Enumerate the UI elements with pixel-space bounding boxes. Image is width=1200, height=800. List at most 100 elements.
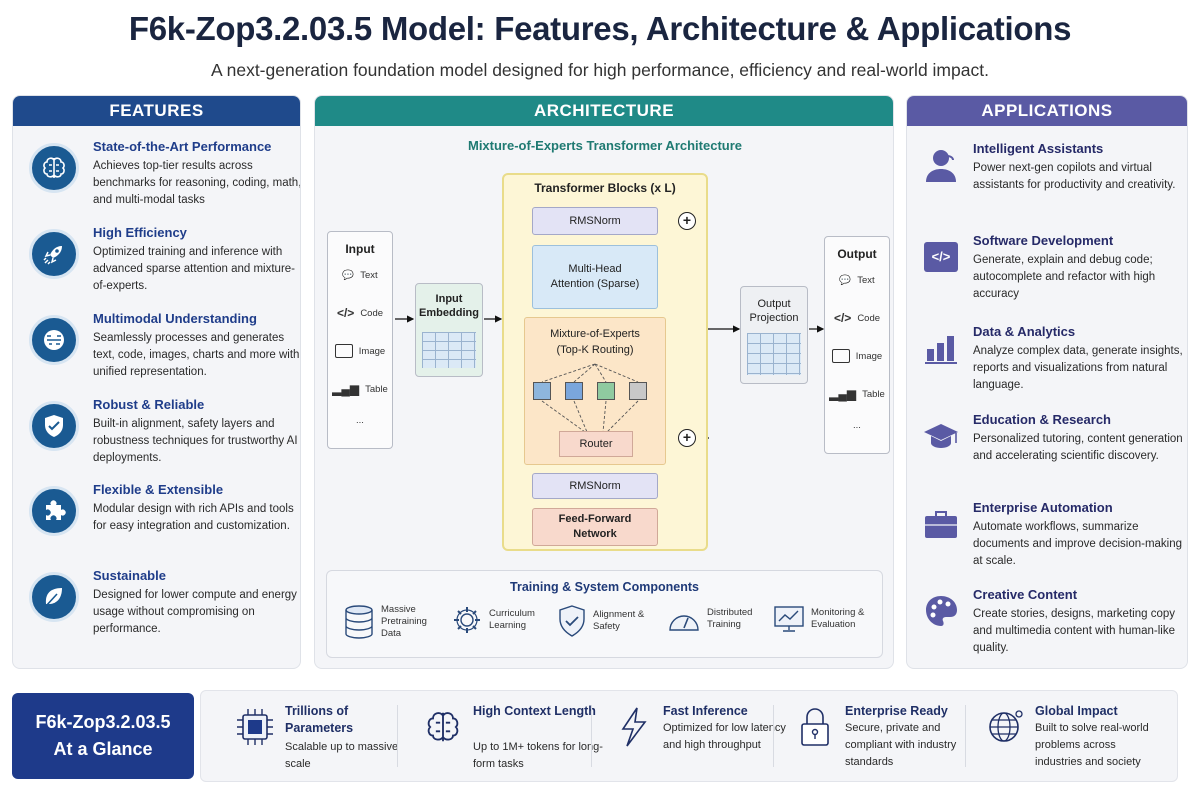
output-item-image: Image bbox=[825, 337, 889, 375]
output-item-table: ▂▄▆Table bbox=[829, 387, 885, 401]
feature-desc: Seamlessly processes and generates text,… bbox=[93, 332, 300, 378]
application-title: Intelligent Assistants bbox=[973, 141, 1104, 156]
moe-label: Mixture-of-Experts (Top-K Routing) bbox=[550, 328, 640, 356]
monitor-chart-icon bbox=[774, 606, 804, 632]
application-title: Data & Analytics bbox=[973, 324, 1076, 339]
lightning-icon bbox=[611, 705, 655, 749]
training-item: Alignment & Safety bbox=[557, 604, 653, 638]
bar-chart-icon: ▂▄▆ bbox=[829, 387, 857, 401]
projection-matrix-icon bbox=[747, 333, 801, 375]
training-item: Massive Pretraining Data bbox=[343, 604, 431, 640]
architecture-heading: ARCHITECTURE bbox=[315, 96, 893, 126]
application-title: Enterprise Automation bbox=[973, 500, 1113, 515]
globe-icon bbox=[983, 705, 1027, 749]
applications-panel: APPLICATIONS Intelligent Assistants Powe… bbox=[906, 95, 1188, 669]
gauge-icon bbox=[669, 615, 699, 631]
training-item: Monitoring & Evaluation bbox=[773, 604, 873, 634]
feature-title: Sustainable bbox=[93, 568, 166, 583]
chat-bubble-icon: 💬 bbox=[342, 269, 355, 281]
multimodal-icon bbox=[29, 315, 79, 365]
input-embedding: Input Embedding bbox=[415, 283, 483, 377]
feature-title: Multimodal Understanding bbox=[93, 311, 257, 326]
glance-item-title: Enterprise Ready bbox=[845, 704, 948, 718]
glance-badge: F6k-Zop3.2.03.5 At a Glance bbox=[12, 693, 194, 779]
training-item: Curriculum Learning bbox=[451, 604, 545, 636]
training-heading: Training & System Components bbox=[510, 580, 699, 594]
feature-title: State-of-the-Art Performance bbox=[93, 139, 272, 154]
application-desc: Automate workflows, summarize documents … bbox=[973, 521, 1183, 567]
lock-icon bbox=[793, 705, 837, 749]
expert-2 bbox=[565, 382, 583, 400]
brain-icon bbox=[421, 705, 465, 749]
output-item-text: 💬Text bbox=[839, 274, 875, 286]
applications-heading: APPLICATIONS bbox=[907, 96, 1187, 126]
expert-4 bbox=[629, 382, 647, 400]
puzzle-icon bbox=[29, 486, 79, 536]
glance-item-title: High Context Length bbox=[473, 704, 596, 718]
training-item: Distributed Training bbox=[667, 604, 763, 634]
feature-title: Robust & Reliable bbox=[93, 397, 205, 412]
router-block: Router bbox=[559, 431, 633, 457]
glance-item-desc: Built to solve real-world problems acros… bbox=[1035, 722, 1149, 768]
chip-icon bbox=[233, 705, 277, 749]
divider bbox=[773, 705, 774, 767]
feature-desc: Modular design with rich APIs and tools … bbox=[93, 503, 294, 532]
architecture-subtitle: Mixture-of-Experts Transformer Architect… bbox=[467, 138, 743, 153]
shield-check-icon bbox=[559, 605, 585, 637]
application-desc: Generate, explain and debug code; autoco… bbox=[973, 254, 1156, 300]
multi-head-attention: Multi-Head Attention (Sparse) bbox=[532, 245, 658, 309]
feature-title: Flexible & Extensible bbox=[93, 482, 224, 497]
assistant-icon bbox=[921, 145, 961, 185]
embedding-matrix-icon bbox=[422, 332, 476, 368]
routing-lines bbox=[541, 363, 639, 433]
application-title: Creative Content bbox=[973, 587, 1078, 602]
gear-icon bbox=[454, 607, 480, 633]
feature-desc: Designed for lower compute and energy us… bbox=[93, 589, 297, 635]
input-heading: Input bbox=[345, 242, 375, 256]
glance-item-title: Trillions of Parameters bbox=[285, 704, 354, 735]
application-desc: Power next-gen copilots and virtual assi… bbox=[973, 162, 1176, 191]
expert-3 bbox=[597, 382, 615, 400]
application-desc: Create stories, designs, marketing copy … bbox=[973, 608, 1175, 654]
bar-chart-icon: ▂▄▆ bbox=[332, 382, 360, 396]
moe-block: Mixture-of-Experts (Top-K Routing) Route… bbox=[524, 317, 666, 465]
application-desc: Analyze complex data, generate insights,… bbox=[973, 345, 1183, 391]
glance-item-desc: Up to 1M+ tokens for long-form tasks bbox=[473, 741, 603, 770]
input-embedding-label: Input Embedding bbox=[419, 293, 479, 319]
shield-check-icon bbox=[29, 401, 79, 451]
input-column: Input 💬Text </>Code Image ▂▄▆Table ... bbox=[327, 231, 393, 449]
feature-desc: Optimized training and inference with ad… bbox=[93, 246, 296, 292]
glance-item-title: Global Impact bbox=[1035, 704, 1118, 718]
code-icon: </> bbox=[921, 237, 961, 277]
rocket-icon bbox=[29, 229, 79, 279]
residual-add-bottom-icon: + bbox=[678, 429, 696, 447]
feature-desc: Built-in alignment, safety layers and ro… bbox=[93, 418, 298, 464]
glance-subtitle: At a Glance bbox=[53, 739, 153, 759]
glance-item-desc: Scalable up to massive scale bbox=[285, 741, 399, 770]
image-icon bbox=[334, 344, 353, 358]
features-heading: FEATURES bbox=[13, 96, 300, 126]
transformer-heading: Transformer Blocks (x L) bbox=[534, 181, 676, 195]
transformer-blocks: Transformer Blocks (x L) RMSNorm Multi-H… bbox=[502, 173, 708, 551]
glance-item-desc: Optimized for low latency and high throu… bbox=[663, 722, 786, 751]
training-components: Training & System Components Massive Pre… bbox=[326, 570, 883, 658]
output-more: ... bbox=[853, 419, 861, 431]
feed-forward-network: Feed-Forward Network bbox=[532, 508, 658, 546]
glance-item-desc: Secure, private and compliant with indus… bbox=[845, 722, 957, 768]
application-desc: Personalized tutoring, content generatio… bbox=[973, 433, 1183, 462]
application-title: Education & Research bbox=[973, 412, 1111, 427]
leaf-icon bbox=[29, 572, 79, 622]
briefcase-icon bbox=[921, 504, 961, 544]
expert-1 bbox=[533, 382, 551, 400]
input-more: ... bbox=[356, 414, 364, 426]
glance-item-title: Fast Inference bbox=[663, 704, 748, 718]
page-subtitle: A next-generation foundation model desig… bbox=[211, 60, 989, 80]
database-icon bbox=[345, 605, 373, 639]
architecture-panel: ARCHITECTURE Mixture-of-Experts Transfor… bbox=[314, 95, 894, 669]
output-projection: Output Projection bbox=[740, 286, 808, 384]
palette-icon bbox=[921, 591, 961, 631]
divider bbox=[397, 705, 398, 767]
divider bbox=[965, 705, 966, 767]
feature-title: High Efficiency bbox=[93, 225, 187, 240]
input-item-code: </>Code bbox=[336, 306, 384, 320]
